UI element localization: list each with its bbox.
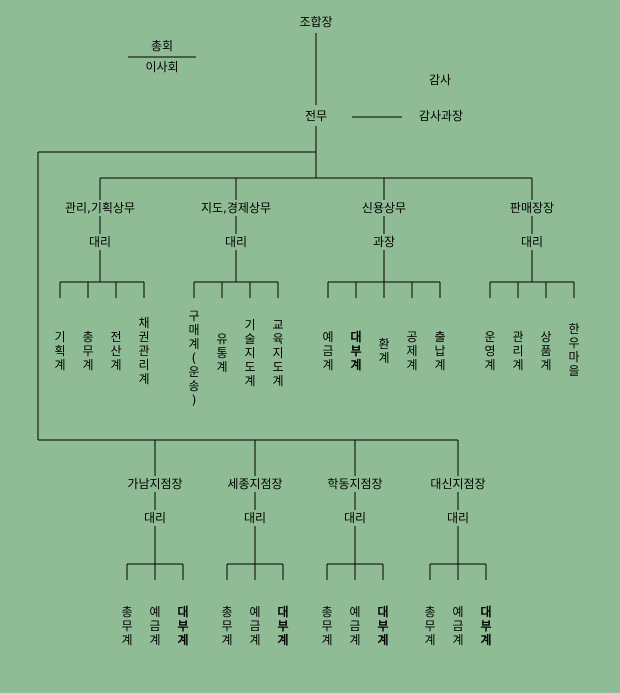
board-label: 이사회 [145, 60, 179, 74]
branch-title: 세종지점장 [227, 477, 283, 491]
division-sub: 과장 [372, 235, 396, 249]
division-title: 관리,기획상무 [64, 201, 136, 215]
audit-manager-label: 감사과장 [418, 109, 464, 123]
division-sub: 대리 [520, 235, 544, 249]
branch-title: 학동지점장 [327, 477, 383, 491]
branch-sub: 대리 [343, 511, 367, 525]
branch-title: 대신지점장 [430, 477, 486, 491]
division-title: 지도,경제상무 [200, 201, 272, 215]
branch-sub: 대리 [243, 511, 267, 525]
branch-sub: 대리 [143, 511, 167, 525]
branch-sub: 대리 [446, 511, 470, 525]
assembly-label: 총회 [150, 39, 174, 53]
chief-label: 조합장 [299, 15, 333, 29]
division-sub: 대리 [88, 235, 112, 249]
division-sub: 대리 [224, 235, 248, 249]
branch-title: 가남지점장 [127, 477, 183, 491]
division-title: 신용상무 [361, 201, 407, 215]
director-label: 전무 [304, 109, 328, 123]
auditor-label: 감사 [428, 73, 452, 87]
division-title: 판매장장 [509, 201, 555, 215]
